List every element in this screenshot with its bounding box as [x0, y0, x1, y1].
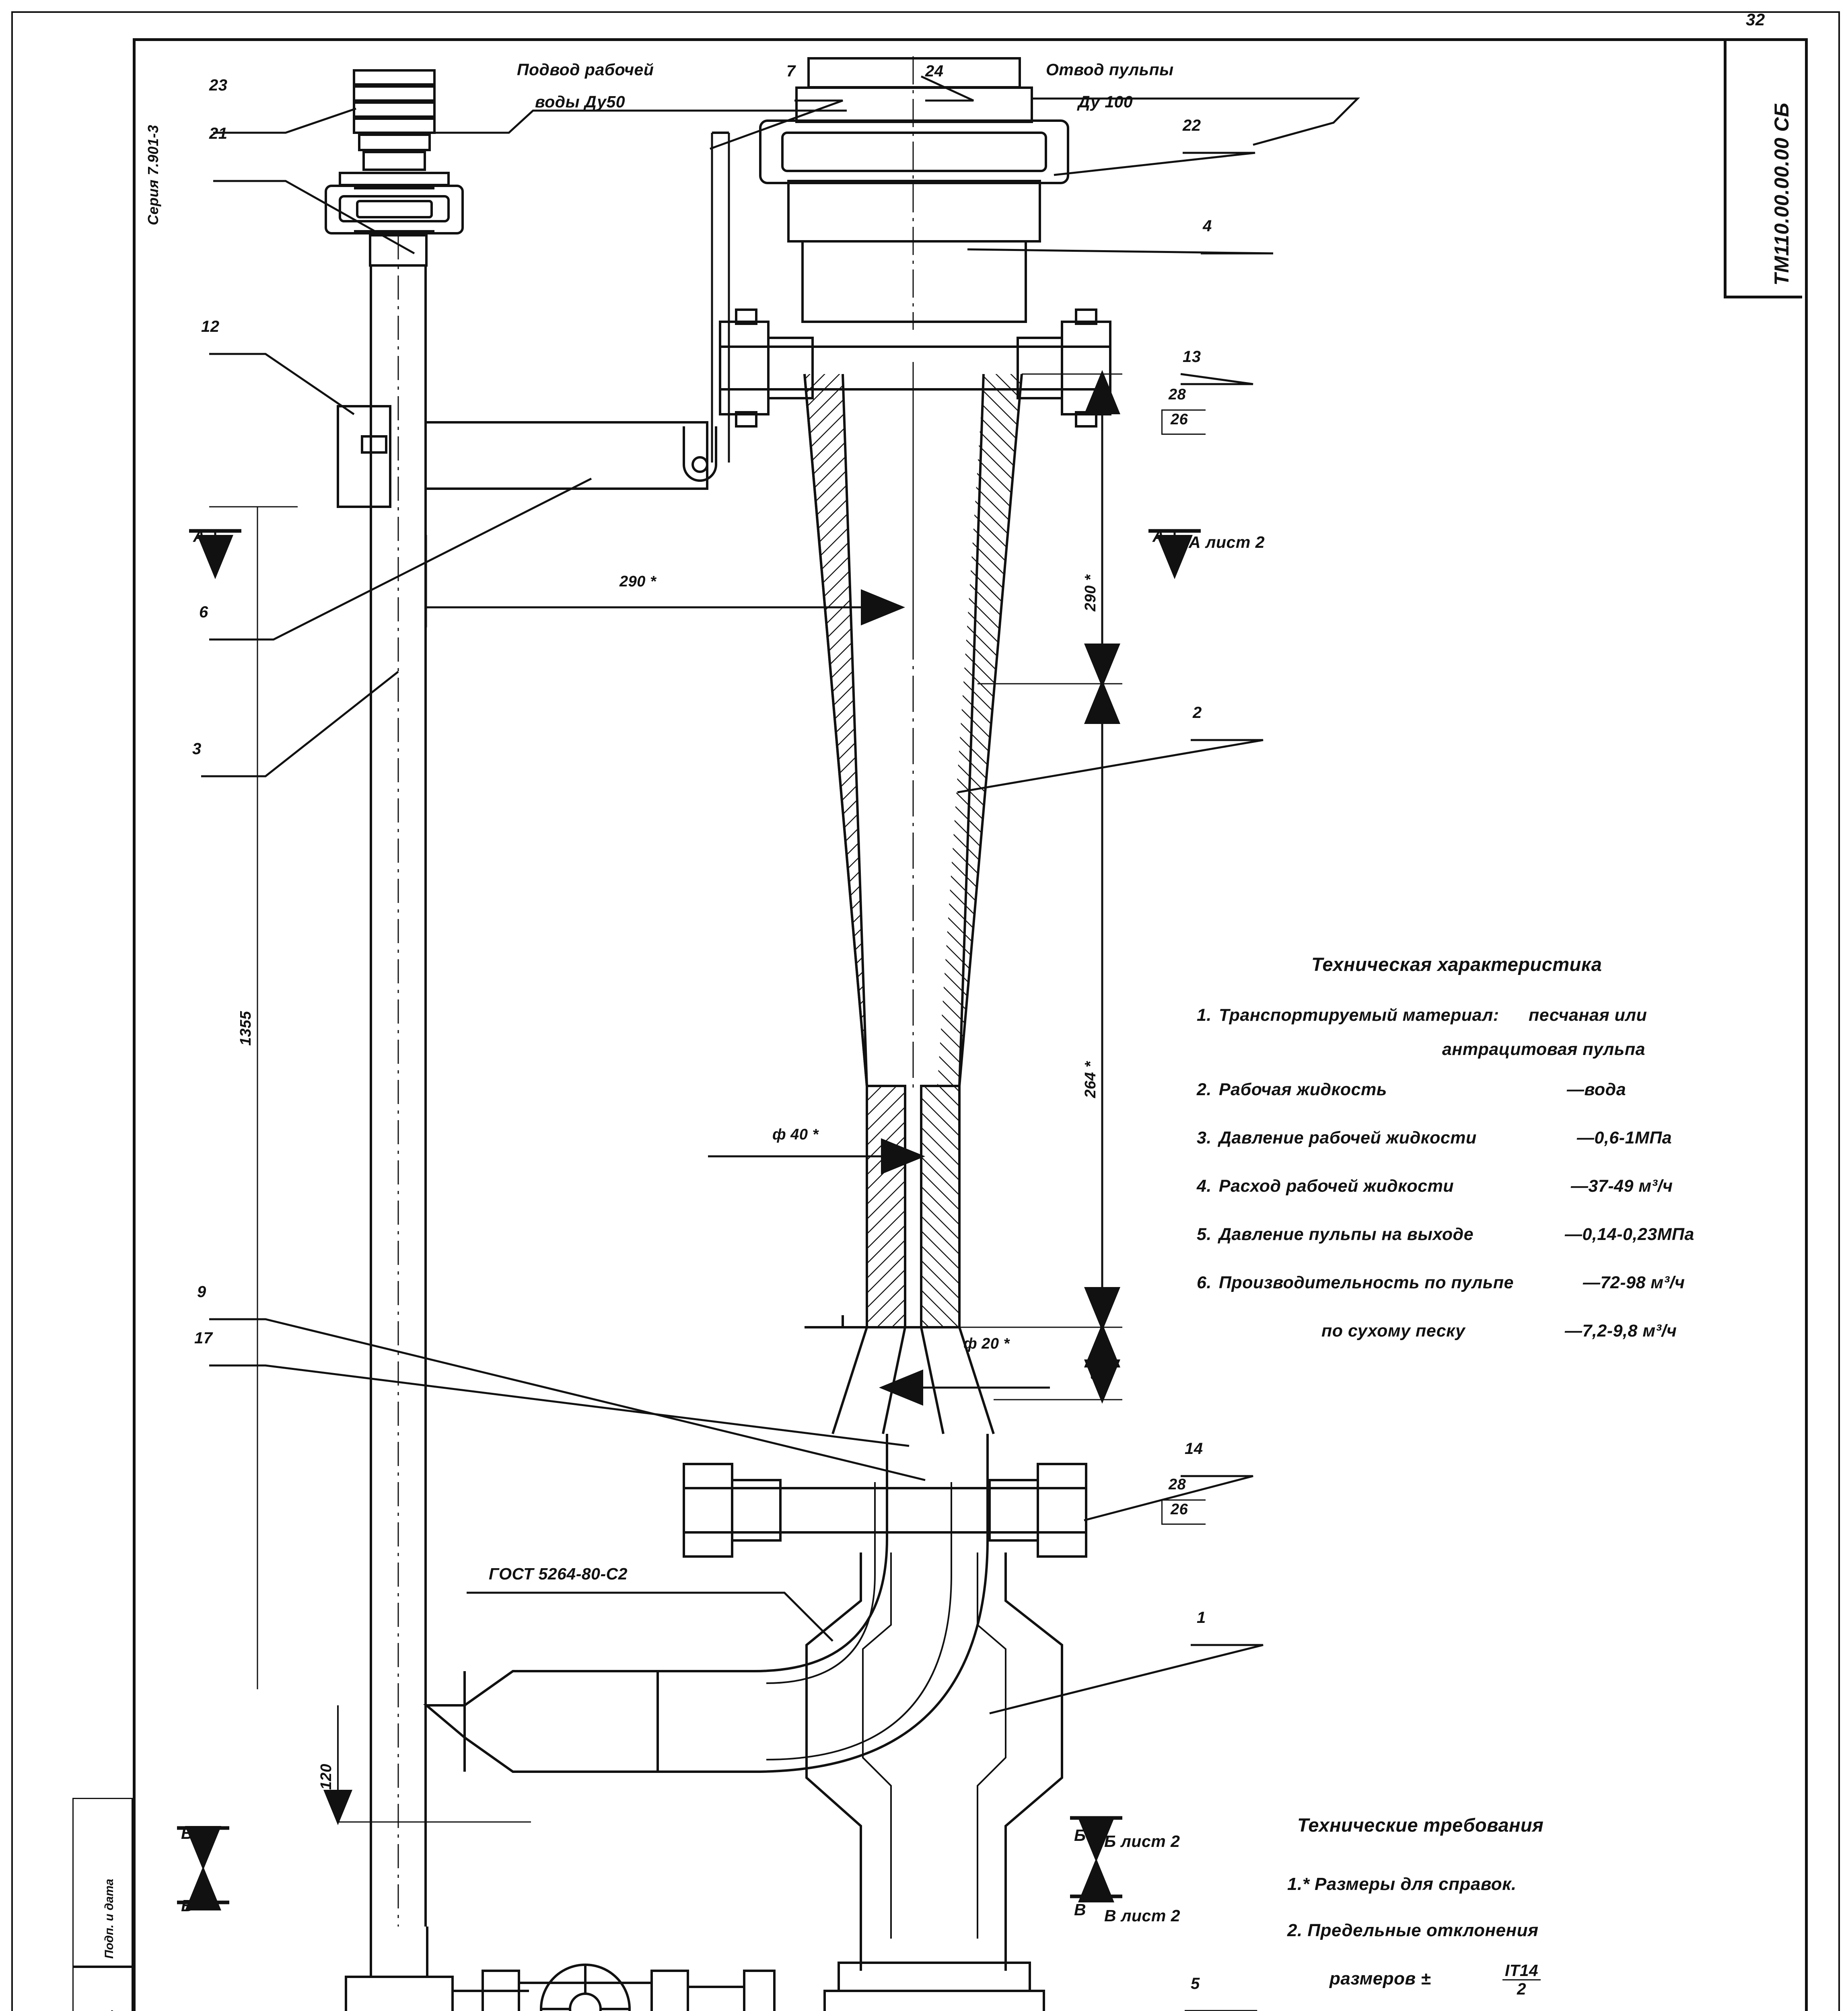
- callout-water-inlet-line2: воды Ду50: [535, 93, 626, 111]
- series-label: Серия 7.901-3: [145, 125, 161, 225]
- margin-cell-1: [72, 1798, 133, 1967]
- section-note-b: Б лист 2: [1104, 1832, 1180, 1851]
- balloon-13: 13: [1183, 348, 1201, 366]
- section-mark-b-right: Б: [1074, 1826, 1086, 1844]
- tech-spec-item-2-no: 2.: [1197, 1080, 1212, 1099]
- tech-spec-item-3-label: Давление рабочей жидкости: [1219, 1128, 1477, 1147]
- dim-d20: ф 20 *: [963, 1335, 1010, 1352]
- balloon-21: 21: [209, 125, 228, 142]
- tech-spec-item-5-no: 5.: [1197, 1225, 1212, 1244]
- dim-290-horizontal: 290 *: [619, 573, 656, 590]
- tech-req-tolerance: IT14 2: [1502, 1962, 1541, 1997]
- roughness-lower-top: 28: [1169, 1476, 1186, 1493]
- roughness-upper-stem: [1161, 409, 1163, 434]
- roughness-lower-base: [1161, 1524, 1206, 1525]
- tech-spec-item-1-label: Транспортируемый материал:: [1219, 1006, 1499, 1025]
- callout-water-inlet-line1: Подвод рабочей: [517, 60, 654, 79]
- tech-spec-item-4-value: —37-49 м³/ч: [1571, 1176, 1673, 1196]
- tech-spec-item-6-no: 6.: [1197, 1273, 1212, 1292]
- dim-120: 120: [318, 1764, 335, 1790]
- balloon-17: 17: [194, 1329, 213, 1347]
- sheet-outer-frame: [11, 11, 1840, 2011]
- dim-290-vertical: 290 *: [1082, 574, 1099, 611]
- tech-spec-item-6-value: —72-98 м³/ч: [1583, 1273, 1685, 1292]
- balloon-6: 6: [199, 603, 208, 621]
- designation-box-left: [1724, 38, 1727, 296]
- roughness-upper-top: 28: [1169, 386, 1186, 403]
- section-mark-v-right: В: [1074, 1900, 1087, 1919]
- tech-spec-item-6-label: Производительность по пульпе: [1219, 1273, 1514, 1292]
- margin-cell-side-1: [133, 1798, 135, 2011]
- balloon-4: 4: [1203, 217, 1212, 235]
- tech-spec-item-1-no: 1.: [1197, 1006, 1212, 1025]
- tech-spec-item-4-label: Расход рабочей жидкости: [1219, 1176, 1454, 1196]
- dim-d40: ф 40 *: [772, 1126, 819, 1143]
- balloon-2: 2: [1193, 704, 1202, 722]
- tech-spec-item-1-value: песчаная или: [1529, 1006, 1647, 1025]
- balloon-12: 12: [201, 318, 220, 335]
- balloon-5: 5: [1191, 1975, 1200, 1992]
- callout-pulp-outlet-line2: Ду 100: [1078, 93, 1133, 111]
- tech-spec-item-7-label: по сухому песку: [1321, 1321, 1465, 1341]
- tech-spec-item-3-no: 3.: [1197, 1128, 1212, 1147]
- tech-spec-item-2-value: —вода: [1567, 1080, 1626, 1099]
- tolerance-denominator: 2: [1517, 1979, 1526, 1998]
- tech-spec-title: Техническая характеристика: [1311, 954, 1602, 975]
- dim-40: 40: [1088, 1366, 1105, 1384]
- tech-spec-item-5-label: Давление пульпы на выходе: [1219, 1225, 1474, 1244]
- tech-spec-item-7-value: —7,2-9,8 м³/ч: [1565, 1321, 1677, 1341]
- balloon-7: 7: [786, 62, 796, 80]
- tech-req-item-3: размеров ±: [1329, 1969, 1431, 1988]
- section-mark-b-left: Б: [181, 1824, 193, 1842]
- section-note-v: В лист 2: [1104, 1906, 1181, 1925]
- balloon-22: 22: [1183, 117, 1201, 134]
- tech-req-item-1: 1.* Размеры для справок.: [1287, 1874, 1517, 1894]
- balloon-3: 3: [192, 740, 202, 758]
- page-number: 32: [1746, 10, 1765, 29]
- tech-spec-item-1-value2: антрацитовая пульпа: [1442, 1040, 1646, 1059]
- roughness-upper-bar: [1161, 409, 1206, 411]
- roughness-lower-stem: [1161, 1499, 1163, 1524]
- tech-spec-item-2-label: Рабочая жидкость: [1219, 1080, 1387, 1099]
- balloon-14: 14: [1185, 1440, 1203, 1458]
- roughness-upper-bottom: 26: [1171, 411, 1188, 428]
- designation-box-bottom: [1724, 296, 1802, 298]
- balloon-24: 24: [925, 62, 944, 80]
- margin-label-1: Инв.№ дубл.: [103, 2009, 116, 2011]
- tolerance-numerator: IT14: [1502, 1962, 1541, 1980]
- callout-pulp-outlet-line1: Отвод пульпы: [1046, 60, 1174, 79]
- tech-spec-item-3-value: —0,6-1МПа: [1577, 1128, 1672, 1147]
- balloon-1: 1: [1197, 1609, 1206, 1626]
- vertical-designation: ТМ110.00.00.00 СБ: [1770, 103, 1793, 286]
- margin-label-0: Подп. и дата: [103, 1879, 116, 1959]
- roughness-lower-bar: [1161, 1499, 1206, 1501]
- tech-spec-item-5-value: —0,14-0,23МПа: [1565, 1225, 1694, 1244]
- section-mark-a-right: А: [1152, 527, 1165, 545]
- section-mark-a-left: А: [193, 527, 206, 545]
- dim-264: 264 *: [1082, 1061, 1099, 1098]
- tech-req-item-2: 2. Предельные отклонения: [1287, 1921, 1539, 1940]
- roughness-lower-bottom: 26: [1171, 1501, 1188, 1518]
- section-note-a: А лист 2: [1189, 533, 1265, 551]
- tech-spec-item-4-no: 4.: [1197, 1176, 1212, 1196]
- sheet-inner-frame: [133, 38, 1808, 2011]
- margin-cell-2: [72, 1967, 133, 2011]
- dim-1355: 1355: [237, 1011, 254, 1046]
- balloon-9: 9: [197, 1283, 206, 1301]
- section-mark-v-left: В: [181, 1896, 193, 1915]
- tech-req-title: Технические требования: [1297, 1814, 1544, 1836]
- roughness-upper-base: [1161, 434, 1206, 435]
- page-number-box-bottom: [1724, 38, 1802, 41]
- callout-weld-gost: ГОСТ 5264-80-С2: [489, 1565, 628, 1583]
- balloon-23: 23: [209, 76, 228, 94]
